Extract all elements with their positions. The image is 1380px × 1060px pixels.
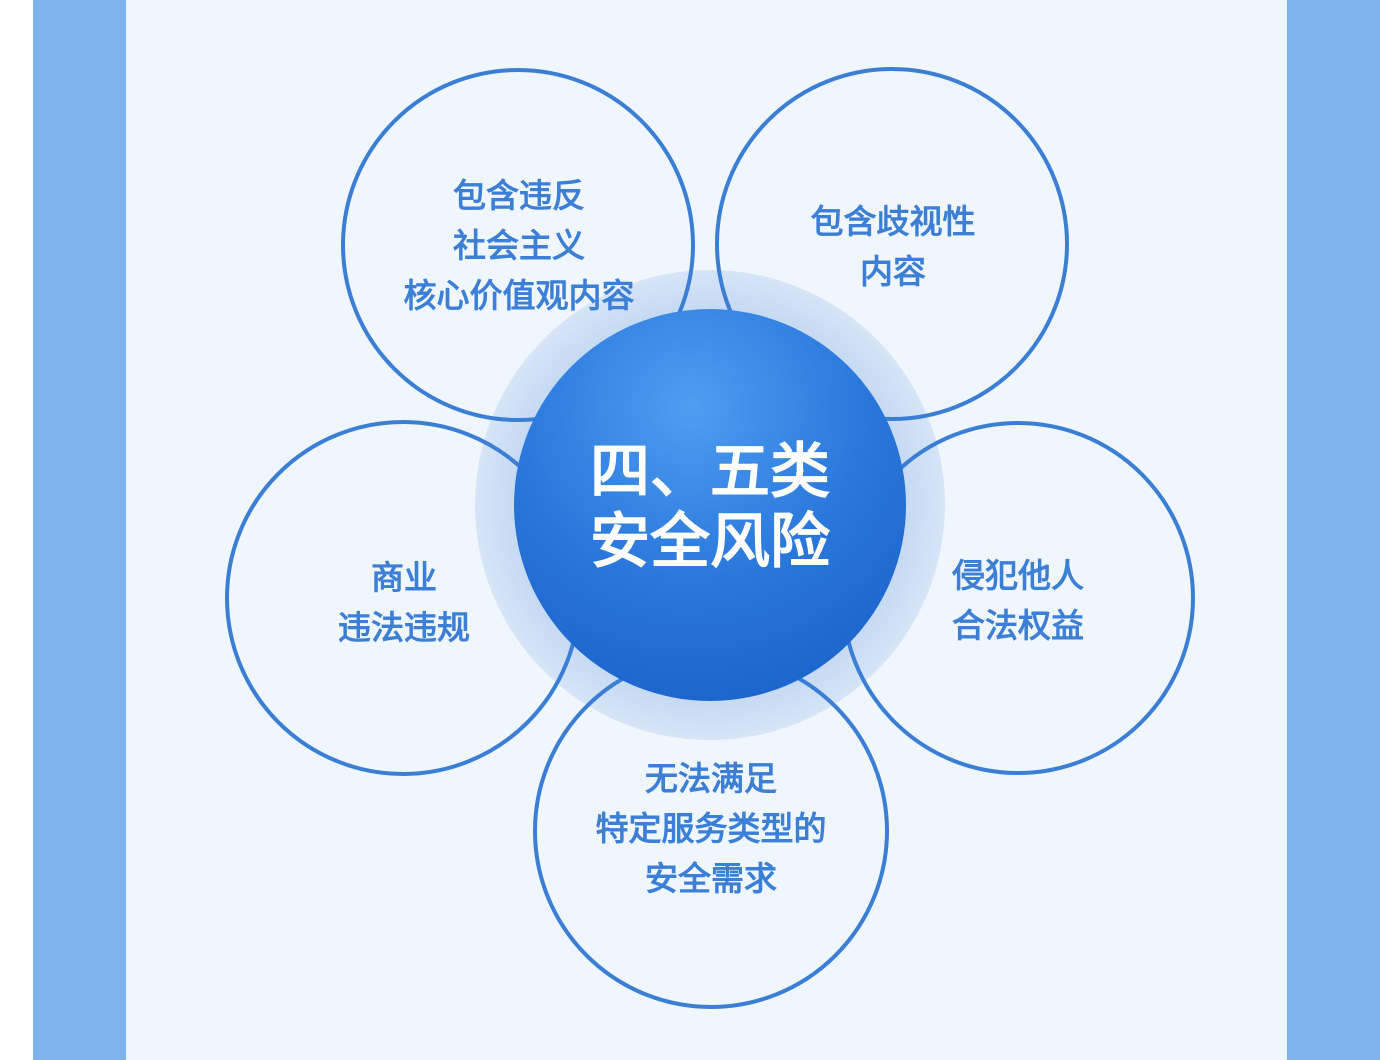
right-background-band [1287, 0, 1380, 1060]
center-title: 四、五类 安全风险 [590, 437, 830, 577]
label-line: 安全需求 [645, 859, 777, 898]
label-line: 包含歧视性 [810, 202, 976, 241]
label-line: 核心价值观内容 [403, 276, 635, 315]
label-line: 合法权益 [952, 606, 1084, 645]
risk-circle-discrimination [715, 67, 1069, 421]
risk-label-commercial-violation: 商业 违法违规 [338, 553, 470, 653]
label-line: 内容 [860, 252, 926, 291]
risk-label-infringement: 侵犯他人 合法权益 [952, 551, 1084, 651]
risk-circle-core-values [341, 68, 695, 422]
risk-label-discrimination: 包含歧视性 内容 [811, 197, 976, 297]
label-line: 商业 [371, 558, 437, 597]
center-title-line-2: 安全风险 [590, 507, 830, 577]
label-line: 社会主义 [453, 226, 585, 265]
label-line: 违法违规 [338, 608, 470, 647]
label-line: 侵犯他人 [952, 556, 1084, 595]
label-line: 特定服务类型的 [595, 809, 827, 848]
label-line: 无法满足 [645, 759, 777, 798]
left-background-band [33, 0, 126, 1060]
label-line: 包含违反 [453, 176, 585, 215]
center-ball [514, 309, 906, 701]
risk-label-core-values: 包含违反 社会主义 核心价值观内容 [404, 171, 635, 321]
center-title-line-1: 四、五类 [590, 437, 830, 507]
risk-label-service-requirements: 无法满足 特定服务类型的 安全需求 [596, 754, 827, 904]
